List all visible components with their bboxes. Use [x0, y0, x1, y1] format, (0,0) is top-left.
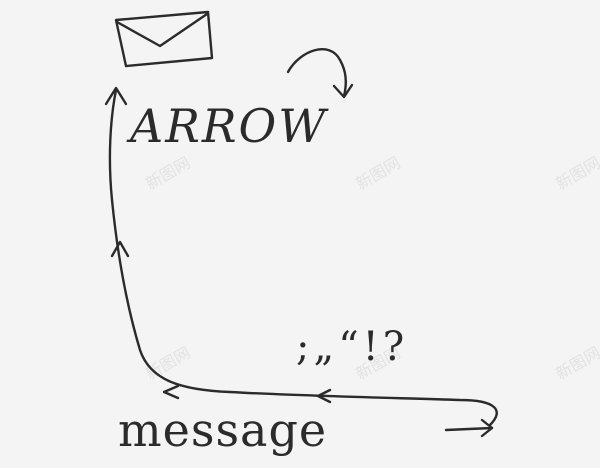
long-arrow-path: [104, 86, 498, 427]
watermark-text: 新图网: [553, 153, 600, 193]
punctuation-text: ;„“!?: [296, 324, 408, 370]
envelope-icon: [114, 10, 214, 68]
watermark-text: 新图网: [353, 153, 404, 193]
watermark-text: 新图网: [553, 343, 600, 383]
watermark-text: 新图网: [143, 153, 194, 193]
arrow-word: ARROW: [126, 99, 329, 153]
watermark-text: 新图网: [143, 343, 194, 383]
curly-arrow-icon: [286, 48, 354, 99]
small-arrow-icon: [444, 418, 494, 438]
message-word: message: [118, 403, 327, 457]
